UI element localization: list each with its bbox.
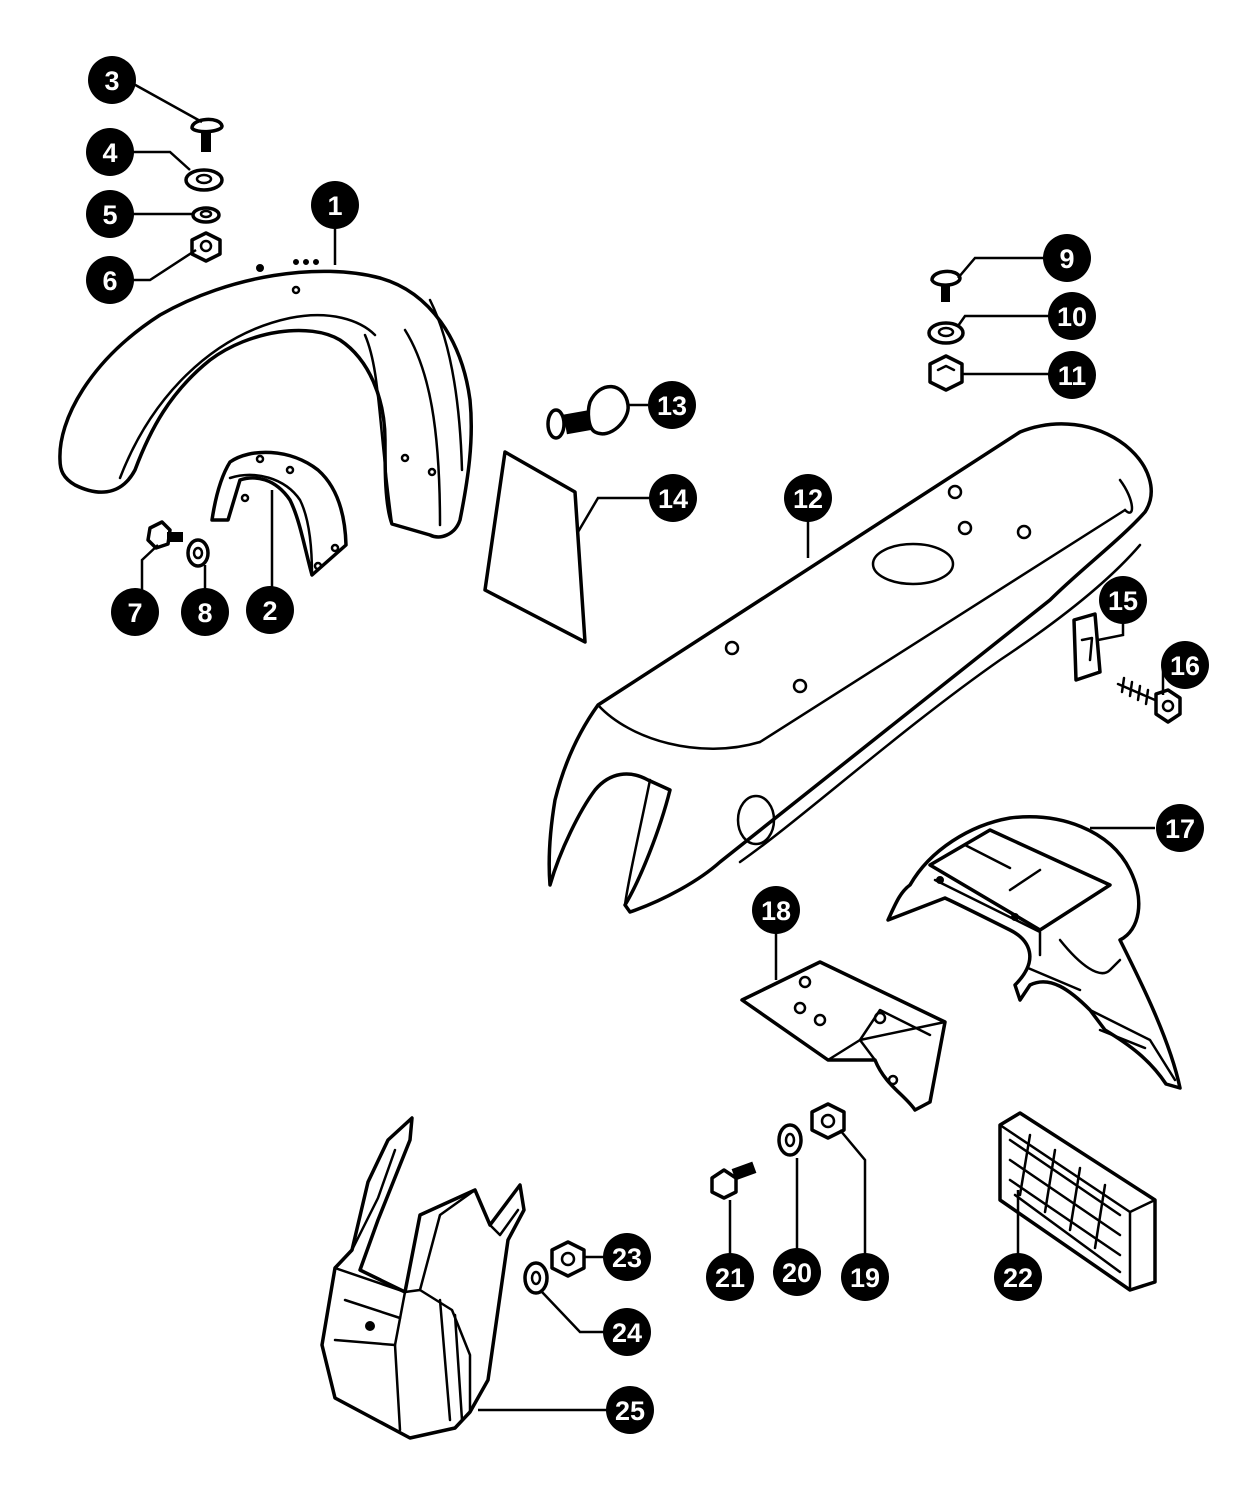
- svg-text:3: 3: [104, 66, 119, 96]
- callout-17: 17: [1156, 804, 1204, 852]
- callout-23: 23: [603, 1233, 651, 1281]
- part-18-mounting-bracket: [740, 960, 947, 1112]
- part-12-rear-fender: [547, 422, 1153, 914]
- callout-19: 19: [841, 1253, 889, 1301]
- part-11-nut: [928, 354, 964, 392]
- svg-text:23: 23: [612, 1243, 642, 1273]
- part-21-bolt: [710, 1161, 757, 1200]
- leader-3: [129, 80, 203, 124]
- svg-text:15: 15: [1108, 586, 1138, 616]
- svg-text:19: 19: [850, 1263, 880, 1293]
- part-16-self-tapping-screw: [1116, 676, 1182, 724]
- svg-text:16: 16: [1170, 651, 1200, 681]
- svg-text:8: 8: [197, 598, 212, 628]
- callout-10: 10: [1048, 292, 1096, 340]
- svg-text:20: 20: [782, 1258, 812, 1288]
- svg-text:1: 1: [327, 191, 342, 221]
- part-24-washer: [523, 1261, 549, 1295]
- leader-7: [140, 544, 159, 595]
- callout-22: 22: [994, 1253, 1042, 1301]
- part-4-washer: [184, 168, 224, 192]
- svg-text:14: 14: [658, 484, 688, 514]
- svg-text:5: 5: [102, 200, 117, 230]
- callout-12: 12: [784, 474, 832, 522]
- leader-lines: [128, 80, 1165, 1412]
- callout-13: 13: [648, 381, 696, 429]
- callout-8: 8: [181, 588, 229, 636]
- part-10-washer: [927, 321, 965, 345]
- callout-24: 24: [603, 1308, 651, 1356]
- svg-text:12: 12: [793, 484, 823, 514]
- callout-20: 20: [773, 1248, 821, 1296]
- svg-text:21: 21: [715, 1263, 745, 1293]
- part-13-bolt-with-washer: [546, 384, 630, 440]
- svg-text:6: 6: [102, 266, 117, 296]
- callout-7: 7: [111, 588, 159, 636]
- svg-text:2: 2: [262, 596, 277, 626]
- callout-1: 1: [311, 181, 359, 229]
- part-2-fender-bracket: [210, 450, 348, 577]
- callout-3: 3: [88, 56, 136, 104]
- callout-5: 5: [86, 190, 134, 238]
- leader-10: [956, 314, 1050, 327]
- callout-16: 16: [1161, 641, 1209, 689]
- leader-24: [541, 1291, 605, 1334]
- part-14-mud-flap: [483, 450, 587, 644]
- callout-4: 4: [86, 128, 134, 176]
- svg-text:24: 24: [612, 1318, 642, 1348]
- part-20-lock-washer: [777, 1123, 803, 1157]
- part-23-nut: [550, 1240, 586, 1278]
- leader-9: [957, 256, 1045, 279]
- svg-text:13: 13: [657, 391, 687, 421]
- svg-text:17: 17: [1165, 814, 1195, 844]
- part-19-nut: [810, 1102, 846, 1140]
- callout-badges: 1 2 3 4 5 6 7 8 9 10 11 12 13 14 15 16 1…: [86, 56, 1209, 1434]
- part-25-license-plate-holder: [320, 1116, 526, 1440]
- callout-9: 9: [1043, 234, 1091, 282]
- svg-text:18: 18: [761, 896, 791, 926]
- callout-18: 18: [752, 886, 800, 934]
- svg-text:22: 22: [1003, 1263, 1033, 1293]
- svg-text:10: 10: [1057, 302, 1087, 332]
- part-5-lock-washer: [191, 206, 221, 224]
- part-9-screw: [930, 269, 962, 302]
- callout-15: 15: [1099, 576, 1147, 624]
- part-15-clip: [1072, 612, 1102, 682]
- callout-11: 11: [1048, 351, 1096, 399]
- callout-25: 25: [606, 1386, 654, 1434]
- part-3-screw: [190, 117, 224, 152]
- svg-text:25: 25: [615, 1396, 645, 1426]
- part-6-nut: [190, 231, 222, 263]
- leader-6: [128, 248, 197, 282]
- svg-text:7: 7: [127, 598, 142, 628]
- svg-text:4: 4: [102, 138, 117, 168]
- part-7-bolt: [146, 520, 183, 550]
- svg-text:11: 11: [1058, 361, 1087, 391]
- leader-19: [839, 1129, 867, 1255]
- callout-14: 14: [649, 474, 697, 522]
- part-8-washer: [186, 538, 210, 568]
- leader-15: [1097, 622, 1125, 642]
- part-1-front-fender: [58, 259, 473, 539]
- svg-text:9: 9: [1059, 244, 1074, 274]
- leader-4: [128, 150, 191, 171]
- leader-14: [576, 496, 650, 533]
- part-22-reflector: [998, 1111, 1157, 1292]
- callout-6: 6: [86, 256, 134, 304]
- callout-2: 2: [246, 586, 294, 634]
- callout-21: 21: [706, 1253, 754, 1301]
- part-17-rear-mudguard: [886, 815, 1182, 1090]
